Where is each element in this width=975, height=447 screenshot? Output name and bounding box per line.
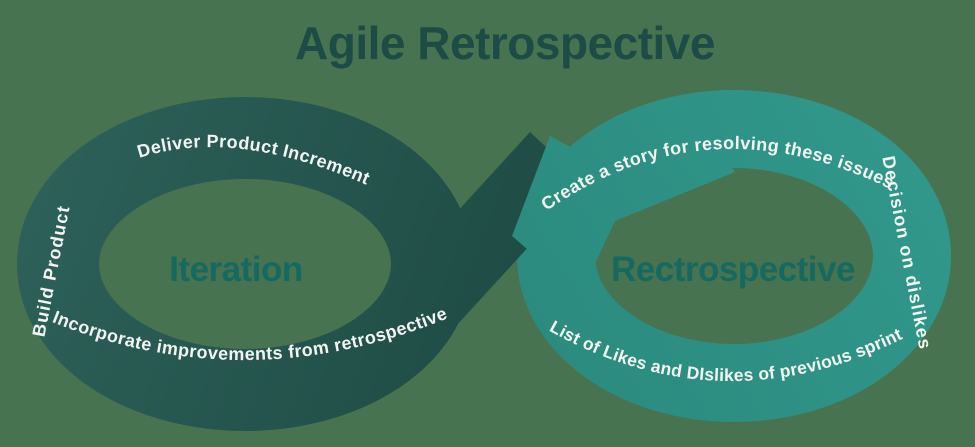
retrospective-center-label: Rectrospective [611,250,855,289]
page-title: Agile Retrospective [295,17,715,69]
iteration-center-label: Iteration [169,250,303,289]
crossing-band-dark [347,132,586,384]
flow-arrow-icon [512,118,735,295]
